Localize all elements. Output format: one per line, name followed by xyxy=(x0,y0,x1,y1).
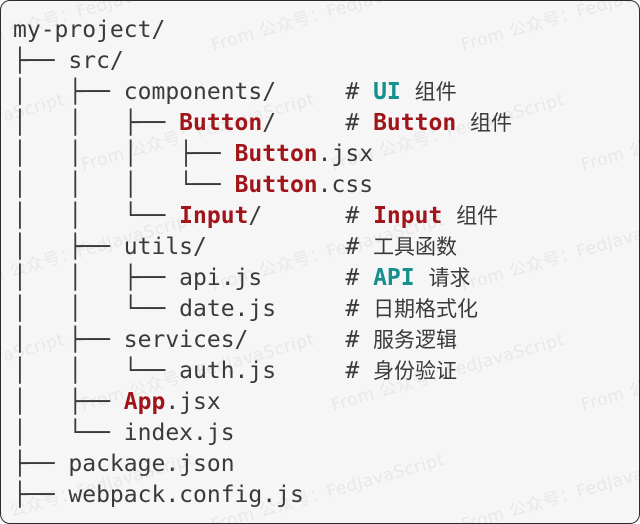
comment-spacer xyxy=(276,358,345,384)
tree-node-name[interactable]: utils/ xyxy=(123,234,207,260)
tree-row[interactable]: │ │ └── Input/ # Input 组件 xyxy=(13,201,639,232)
comment-gap xyxy=(401,79,415,105)
tree-node-name[interactable]: my-project/ xyxy=(13,17,166,43)
tree-node-name[interactable]: Button xyxy=(179,110,263,136)
comment-tag: API xyxy=(373,265,415,291)
tree-node-name[interactable]: services/ xyxy=(123,327,249,353)
tree-node-name[interactable]: App xyxy=(123,389,166,415)
tree-row[interactable]: my-project/ xyxy=(13,15,639,46)
directory-tree: my-project/├── src/│ ├── components/ # U… xyxy=(1,1,639,511)
comment-gap xyxy=(442,203,456,229)
comment-spacer xyxy=(276,79,345,105)
tree-branch-glyph: ├── xyxy=(13,482,69,508)
tree-node-suffix: .css xyxy=(317,172,374,198)
tree-node-suffix: / xyxy=(248,203,263,229)
tree-row[interactable]: │ ├── App.jsx xyxy=(13,387,639,418)
comment-spacer xyxy=(276,110,345,136)
tree-node-name[interactable]: auth.js xyxy=(179,358,277,384)
tree-row[interactable]: │ └── index.js xyxy=(13,418,639,449)
comment-marker: # xyxy=(345,110,374,136)
tree-row[interactable]: ├── webpack.config.js xyxy=(13,480,639,511)
tree-row[interactable]: │ │ │ ├── Button.jsx xyxy=(13,139,639,170)
tree-row[interactable]: │ ├── components/ # UI 组件 xyxy=(13,77,639,108)
tree-node-name[interactable]: webpack.config.js xyxy=(68,482,304,508)
tree-row[interactable]: │ │ │ └── Button.css xyxy=(13,170,639,201)
tree-row[interactable]: ├── src/ xyxy=(13,46,639,77)
comment-text: 服务逻辑 xyxy=(373,328,458,352)
tree-branch-glyph: │ ├── xyxy=(13,327,124,353)
comment-marker: # xyxy=(345,358,374,384)
comment-spacer xyxy=(262,265,345,291)
tree-node-suffix: .jsx xyxy=(165,389,221,415)
tree-node-name[interactable]: src/ xyxy=(68,48,124,74)
tree-node-suffix: .jsx xyxy=(317,141,374,167)
comment-text: 身份验证 xyxy=(373,359,458,383)
tree-node-name[interactable]: Input xyxy=(179,203,249,229)
tree-node-name[interactable]: package.json xyxy=(68,451,235,477)
tree-node-name[interactable]: Button xyxy=(234,141,318,167)
tree-branch-glyph: │ │ └── xyxy=(13,296,180,322)
comment-tag: UI xyxy=(373,79,401,105)
tree-row[interactable]: │ ├── utils/ # 工具函数 xyxy=(13,232,639,263)
comment-tag: Input xyxy=(373,203,443,229)
tree-row[interactable]: │ │ └── auth.js # 身份验证 xyxy=(13,356,639,387)
tree-node-name[interactable]: date.js xyxy=(179,296,277,322)
tree-row[interactable]: │ │ ├── api.js # API 请求 xyxy=(13,263,639,294)
comment-text: 日期格式化 xyxy=(373,297,479,321)
comment-marker: # xyxy=(345,265,374,291)
tree-branch-glyph: │ └── xyxy=(13,420,124,446)
comment-spacer xyxy=(248,327,345,353)
tree-branch-glyph: │ ├── xyxy=(13,79,124,105)
comment-text: 组件 xyxy=(470,111,513,135)
comment-spacer xyxy=(262,203,345,229)
tree-row[interactable]: │ │ ├── Button/ # Button 组件 xyxy=(13,108,639,139)
comment-marker: # xyxy=(345,234,374,260)
comment-spacer xyxy=(276,296,345,322)
comment-marker: # xyxy=(345,79,374,105)
tree-node-name[interactable]: Button xyxy=(234,172,318,198)
tree-branch-glyph: │ ├── xyxy=(13,234,124,260)
tree-branch-glyph: ├── xyxy=(13,48,69,74)
tree-branch-glyph: │ │ │ └── xyxy=(13,172,235,198)
tree-branch-glyph: ├── xyxy=(13,451,69,477)
tree-branch-glyph: │ ├── xyxy=(13,389,124,415)
tree-row[interactable]: ├── package.json xyxy=(13,449,639,480)
tree-node-name[interactable]: api.js xyxy=(179,265,263,291)
comment-marker: # xyxy=(345,296,374,322)
tree-row[interactable]: │ ├── services/ # 服务逻辑 xyxy=(13,325,639,356)
tree-row[interactable]: │ │ └── date.js # 日期格式化 xyxy=(13,294,639,325)
comment-marker: # xyxy=(345,203,374,229)
comment-tag: Button xyxy=(373,110,457,136)
tree-branch-glyph: │ │ └── xyxy=(13,358,180,384)
tree-branch-glyph: │ │ └── xyxy=(13,203,180,229)
tree-branch-glyph: │ │ ├── xyxy=(13,265,180,291)
comment-marker: # xyxy=(345,327,374,353)
comment-text: 组件 xyxy=(456,204,499,228)
tree-branch-glyph: │ │ │ ├── xyxy=(13,141,235,167)
tree-node-name[interactable]: index.js xyxy=(123,420,235,446)
comment-text: 组件 xyxy=(414,80,457,104)
tree-node-suffix: / xyxy=(262,110,277,136)
tree-branch-glyph: │ │ ├── xyxy=(13,110,180,136)
comment-spacer xyxy=(207,234,345,260)
comment-text: 工具函数 xyxy=(373,235,458,259)
comment-gap xyxy=(415,265,429,291)
comment-gap xyxy=(456,110,470,136)
tree-node-name[interactable]: components/ xyxy=(123,79,277,105)
comment-text: 请求 xyxy=(428,266,471,290)
